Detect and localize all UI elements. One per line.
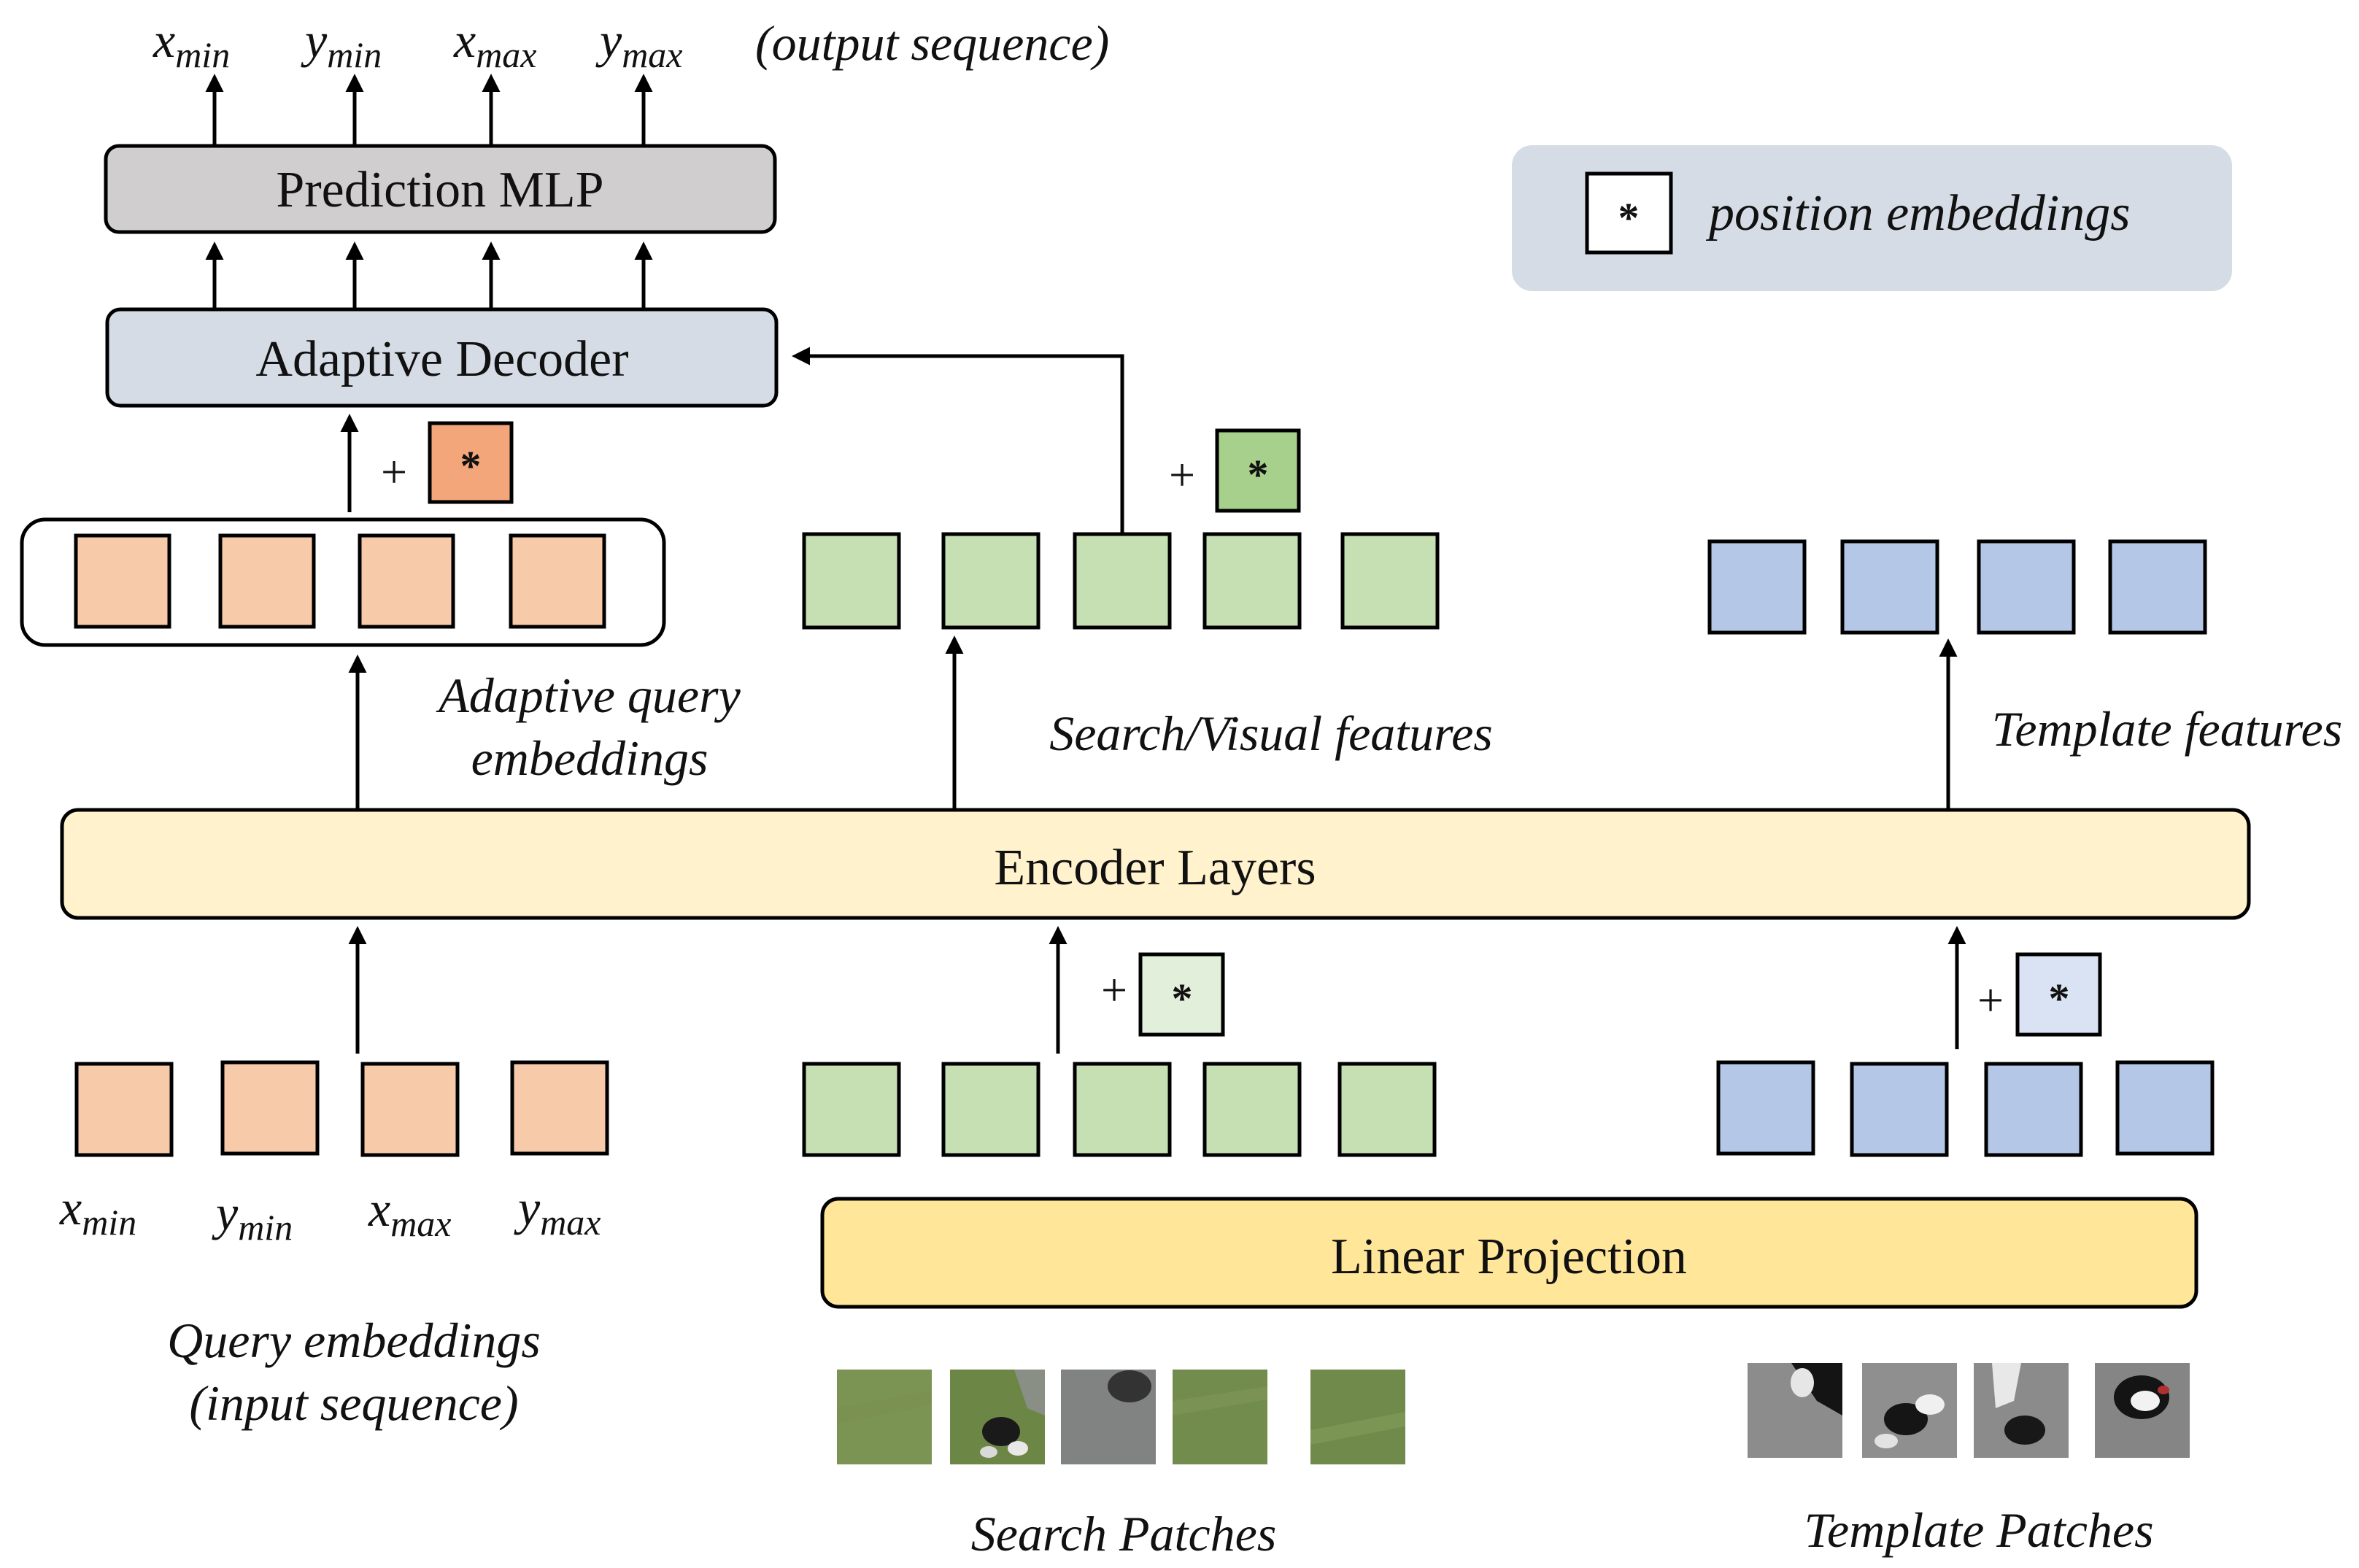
template-tokens-row — [1716, 1060, 2215, 1157]
plus-sign-search-top: + — [1169, 449, 1195, 501]
search-patch-image — [1061, 1370, 1156, 1464]
query-embeddings-label-line1: Query embeddings — [167, 1313, 541, 1368]
encoder-layers-block: Encoder Layers — [60, 808, 2251, 920]
search-pos-embedding-top: * — [1215, 428, 1301, 513]
svg-text:*: * — [2049, 975, 2070, 1022]
output-sequence: xmin ymin xmax ymax (output sequence) — [152, 12, 1109, 75]
query-pos-embedding: * — [428, 421, 514, 504]
adaptive-decoder-label: Adaptive Decoder — [255, 331, 628, 387]
adaptive-query-label-line1: Adaptive query — [436, 668, 741, 723]
adaptive-query-embeddings — [20, 517, 666, 647]
template-feature-token — [1977, 539, 2076, 635]
query-embedding-token — [220, 1060, 320, 1156]
template-token — [1850, 1062, 1949, 1157]
search-token — [1337, 1062, 1437, 1157]
search-patch-image — [950, 1370, 1045, 1464]
query-embeddings-label-line2: (input sequence) — [189, 1375, 518, 1431]
input-token-xmin: xmin — [59, 1180, 136, 1243]
input-token-ymax: ymax — [514, 1180, 601, 1243]
adaptive-query-container — [20, 517, 666, 647]
search-token — [1073, 1062, 1172, 1157]
prediction-mlp-block: Prediction MLP — [104, 144, 777, 234]
search-feature-token — [802, 532, 901, 630]
search-tokens-row — [802, 1062, 1437, 1157]
adaptive-query-label-line2: embeddings — [471, 730, 709, 786]
search-patch-image — [1310, 1370, 1405, 1464]
plus-sign-search-bottom: + — [1101, 964, 1127, 1016]
output-token-xmax: xmax — [453, 12, 537, 75]
search-token — [1202, 1062, 1302, 1157]
template-token — [2115, 1060, 2215, 1156]
template-feature-token — [1707, 539, 1807, 635]
search-patches-label: Search Patches — [971, 1506, 1277, 1561]
svg-text:*: * — [1248, 451, 1269, 498]
adaptive-query-token — [218, 533, 316, 629]
plus-sign-query: + — [381, 446, 407, 498]
svg-text:*: * — [460, 442, 482, 490]
output-token-ymax: ymax — [595, 12, 683, 75]
prediction-mlp-label: Prediction MLP — [276, 162, 603, 218]
search-patches — [837, 1370, 1405, 1464]
template-token — [1984, 1062, 2083, 1157]
adaptive-query-token — [358, 533, 455, 629]
template-feature-token — [1840, 539, 1939, 635]
linear-projection-label: Linear Projection — [1331, 1229, 1687, 1285]
search-feature-token — [1340, 532, 1440, 630]
template-patch-image — [2095, 1363, 2190, 1458]
search-visual-features-label: Search/Visual features — [1049, 706, 1492, 761]
input-token-ymin: ymin — [212, 1185, 293, 1248]
output-sequence-caption: (output sequence) — [755, 15, 1109, 71]
search-pos-embedding-bottom: * — [1138, 952, 1225, 1037]
input-query-labels: xmin ymin xmax ymax — [59, 1180, 601, 1248]
template-patch-image — [1974, 1363, 2069, 1458]
search-features-row — [802, 532, 1440, 630]
query-embedding-token — [360, 1062, 460, 1157]
legend-pos-symbol-box — [1585, 171, 1673, 255]
svg-text:*: * — [1172, 975, 1193, 1022]
input-token-xmax: xmax — [368, 1181, 452, 1244]
template-patch-image — [1748, 1363, 1842, 1458]
adaptive-decoder-block: Adaptive Decoder — [105, 307, 779, 408]
legend-pos-symbol: * — [1618, 194, 1640, 242]
linear-projection-block: Linear Projection — [820, 1197, 2198, 1309]
search-feature-token — [941, 532, 1040, 630]
search-token — [941, 1062, 1040, 1157]
legend-text: position embeddings — [1705, 185, 2130, 242]
template-feature-token — [2108, 539, 2207, 635]
search-to-decoder-arrow — [792, 347, 1124, 533]
template-patch-image — [1862, 1363, 1957, 1458]
template-patches-label: Template Patches — [1804, 1502, 2153, 1558]
template-pos-embedding-bottom: * — [2015, 952, 2102, 1037]
query-embeddings-row — [74, 1060, 609, 1157]
template-patches — [1748, 1363, 2190, 1458]
mlp-output-arrows — [205, 74, 653, 144]
template-token — [1716, 1060, 1815, 1156]
legend: * position embeddings — [1512, 145, 2232, 291]
adaptive-query-token — [74, 533, 171, 629]
encoder-layers-label: Encoder Layers — [994, 840, 1316, 896]
output-token-xmin: xmin — [152, 12, 230, 75]
query-embedding-token — [510, 1060, 609, 1156]
search-feature-token — [1202, 532, 1302, 630]
template-features-row — [1707, 539, 2207, 635]
search-token — [802, 1062, 901, 1157]
adaptive-query-token — [509, 533, 606, 629]
plus-sign-template-bottom: + — [1977, 974, 2004, 1026]
query-embedding-token — [74, 1062, 174, 1157]
search-patch-image — [837, 1370, 932, 1464]
decoder-to-mlp-arrows — [205, 242, 653, 308]
search-feature-token — [1073, 532, 1172, 630]
search-patch-image — [1173, 1370, 1267, 1464]
output-token-ymin: ymin — [301, 12, 382, 75]
template-features-label: Template features — [1992, 701, 2342, 757]
